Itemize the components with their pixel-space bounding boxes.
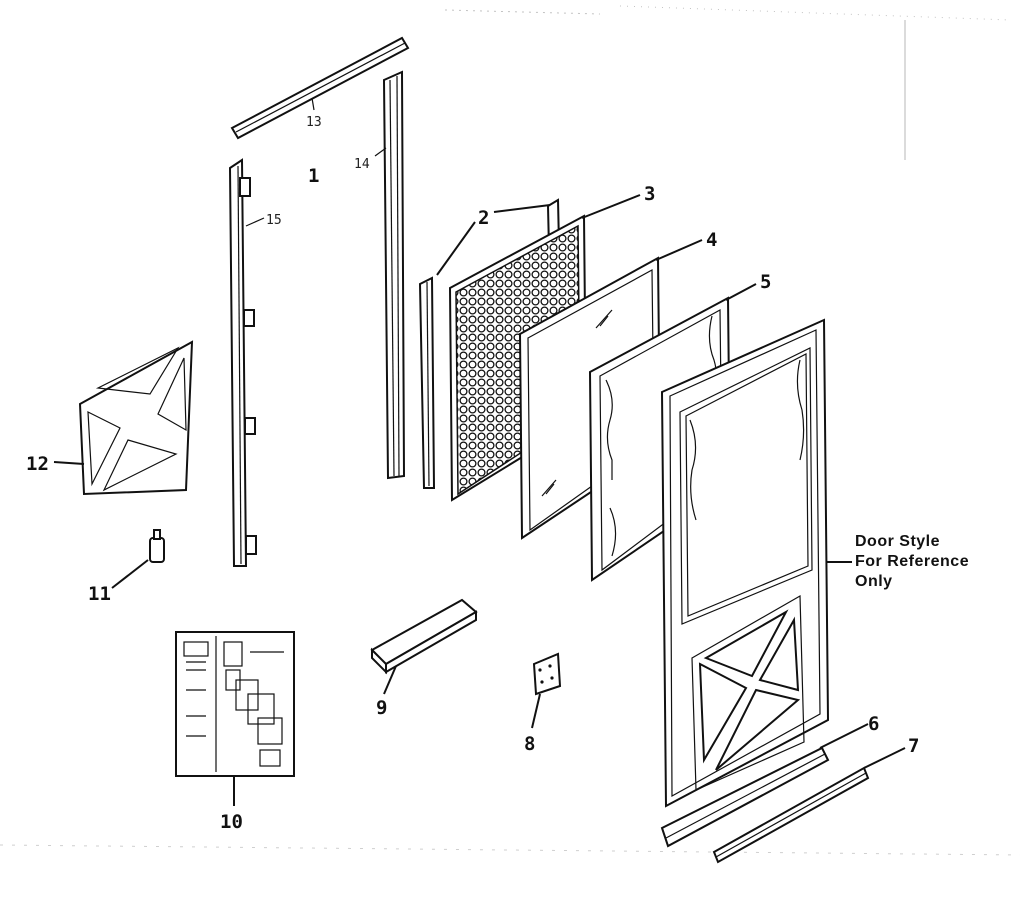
callout-6: 6 (868, 713, 879, 735)
part-9-block (370, 598, 478, 695)
part-6-sweep (660, 723, 869, 848)
part-10-instructions (175, 631, 295, 806)
callout-4: 4 (706, 229, 717, 251)
part-7-drip-cap (712, 747, 906, 864)
callout-14: 14 (354, 157, 370, 172)
callout-1: 1 (308, 165, 319, 187)
callout-10: 10 (220, 811, 243, 833)
part-12-triangle-insert (53, 340, 194, 496)
callout-7: 7 (908, 735, 919, 757)
note-line-2: For Reference (855, 553, 969, 570)
callout-2: 2 (478, 207, 489, 229)
part-11-bottle (111, 529, 165, 589)
note-line-1: Door Style (855, 533, 940, 550)
part-8-plate (531, 652, 562, 729)
part-15-hinge-strip (228, 158, 265, 567)
door-style-note: Door Style For Reference Only (855, 533, 969, 590)
note-line-3: Only (855, 573, 893, 590)
callout-15: 15 (266, 213, 282, 228)
callout-3: 3 (644, 183, 655, 205)
part-14-side-channel (374, 70, 406, 480)
callout-12: 12 (26, 453, 49, 475)
callout-13: 13 (306, 115, 322, 130)
callout-11: 11 (88, 583, 111, 605)
part-13-top-channel (230, 36, 410, 140)
callout-5: 5 (760, 271, 771, 293)
door-reference (660, 318, 852, 808)
callout-8: 8 (524, 733, 535, 755)
callout-9: 9 (376, 697, 387, 719)
scan-artifacts (0, 5, 1021, 856)
